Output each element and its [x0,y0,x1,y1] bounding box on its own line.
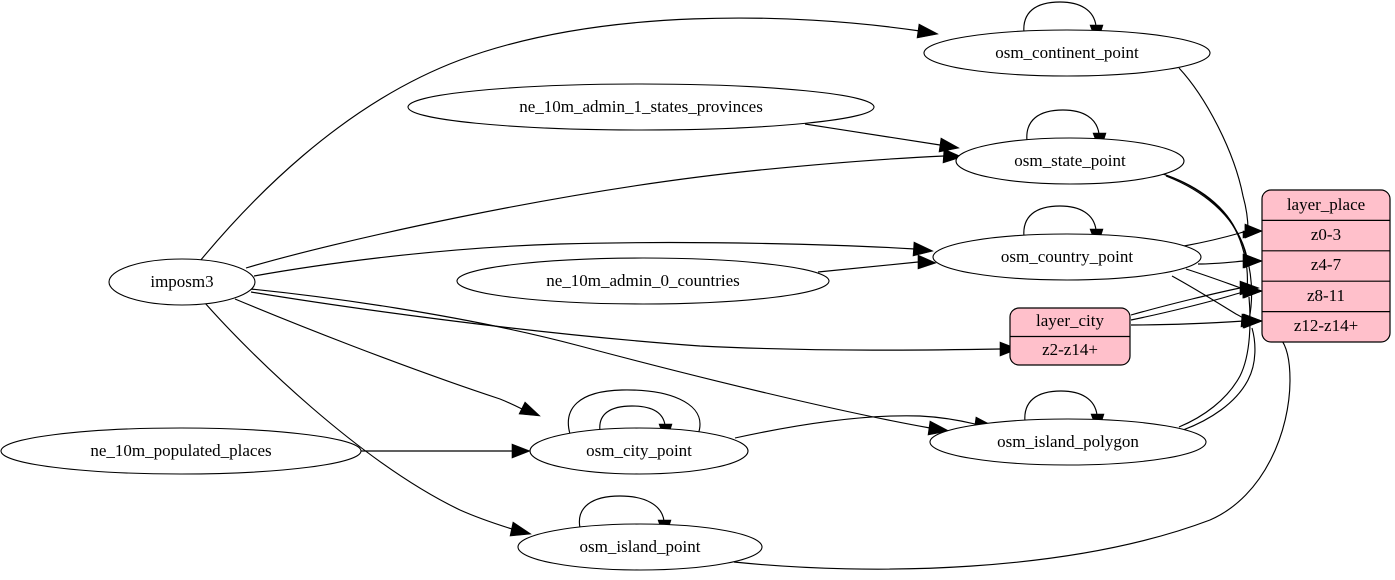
edge-imposm3-to-osm_state_point [245,148,963,269]
edge-osm_island_polygon-to-layer_place-z8-11 [1178,289,1263,428]
edge-ne_10m_admin_1_states_provinces-to-osm_state_point [804,123,960,153]
node-osm_island_point[interactable]: osm_island_point [517,523,763,571]
node-imposm3[interactable]: imposm3 [108,258,256,306]
edge-layer_city-to-layer_place-extra [1130,280,1260,316]
record-node-layer_place[interactable]: layer_place z0-3 z4-7 z8-11 z12-z14+ [1261,189,1391,343]
edge-osm_continent_point-to-layer_place-z0-3 [1178,67,1263,239]
layer_city-title: layer_city [1036,311,1104,330]
node-label-ne_10m_admin_0_countries: ne_10m_admin_0_countries [546,271,740,290]
edge-imposm3-to-layer_city [250,291,1019,357]
layer_place-row-z4-7[interactable]: z4-7 [1311,255,1342,274]
edge-imposm3-to-osm_island_point [204,302,532,537]
node-ne_10m_populated_places[interactable]: ne_10m_populated_places [0,427,362,475]
node-label-imposm3: imposm3 [150,272,213,291]
edge-osm_country_point-to-layer_place-z0-3 [1183,224,1263,247]
edge-ne_10m_admin_0_countries-to-osm_country_point [817,254,937,273]
node-osm_city_point[interactable]: osm_city_point [529,427,749,475]
node-label-osm_country_point: osm_country_point [1001,247,1133,266]
edge-imposm3-to-osm_island_polygon [250,288,950,436]
node-label-osm_city_point: osm_city_point [586,441,692,460]
layer_place-body [1261,189,1391,343]
record-node-layer_city[interactable]: layer_city z2-z14+ [1009,307,1131,366]
record-node-layer: layer_place z0-3 z4-7 z8-11 z12-z14+ lay… [1009,189,1391,366]
node-label-osm_island_polygon: osm_island_polygon [997,432,1139,451]
edge-imposm3-to-osm_country_point [253,241,934,277]
node-label-osm_state_point: osm_state_point [1014,151,1126,170]
layer_place-row-z12-z14plus[interactable]: z12-z14+ [1294,316,1358,335]
edge-osm_island_polygon-to-layer_place-z12-z14+ [1182,314,1263,431]
edge-ne_10m_populated_places-to-osm_city_point [361,443,531,459]
node-label-ne_10m_admin_1_states_provinces: ne_10m_admin_1_states_provinces [519,97,763,116]
node-osm_country_point[interactable]: osm_country_point [932,233,1202,281]
layer_place-row-z0-3[interactable]: z0-3 [1311,225,1341,244]
node-ne_10m_admin_1_states_provinces[interactable]: ne_10m_admin_1_states_provinces [407,83,875,131]
layer_place-row-z8-11[interactable]: z8-11 [1307,286,1345,305]
node-osm_state_point[interactable]: osm_state_point [955,137,1185,185]
edge-imposm3-to-osm_city_point [234,298,541,417]
node-label-osm_continent_point: osm_continent_point [995,43,1139,62]
edge-imposm3-to-osm_continent_point [199,17,939,262]
layer_city-row-z2-z14plus[interactable]: z2-z14+ [1042,340,1098,359]
node-label-osm_island_point: osm_island_point [580,537,701,556]
node-ne_10m_admin_0_countries[interactable]: ne_10m_admin_0_countries [456,257,830,305]
node-label-ne_10m_populated_places: ne_10m_populated_places [90,441,271,460]
layer_place-title: layer_place [1287,195,1365,214]
node-osm_island_polygon[interactable]: osm_island_polygon [929,418,1207,466]
node-layer: imposm3 ne_10m_populated_places ne_10m_a… [0,29,1211,571]
node-osm_continent_point[interactable]: osm_continent_point [923,29,1211,77]
edge-osm_country_point-to-layer_place-z4-7 [1197,253,1263,269]
